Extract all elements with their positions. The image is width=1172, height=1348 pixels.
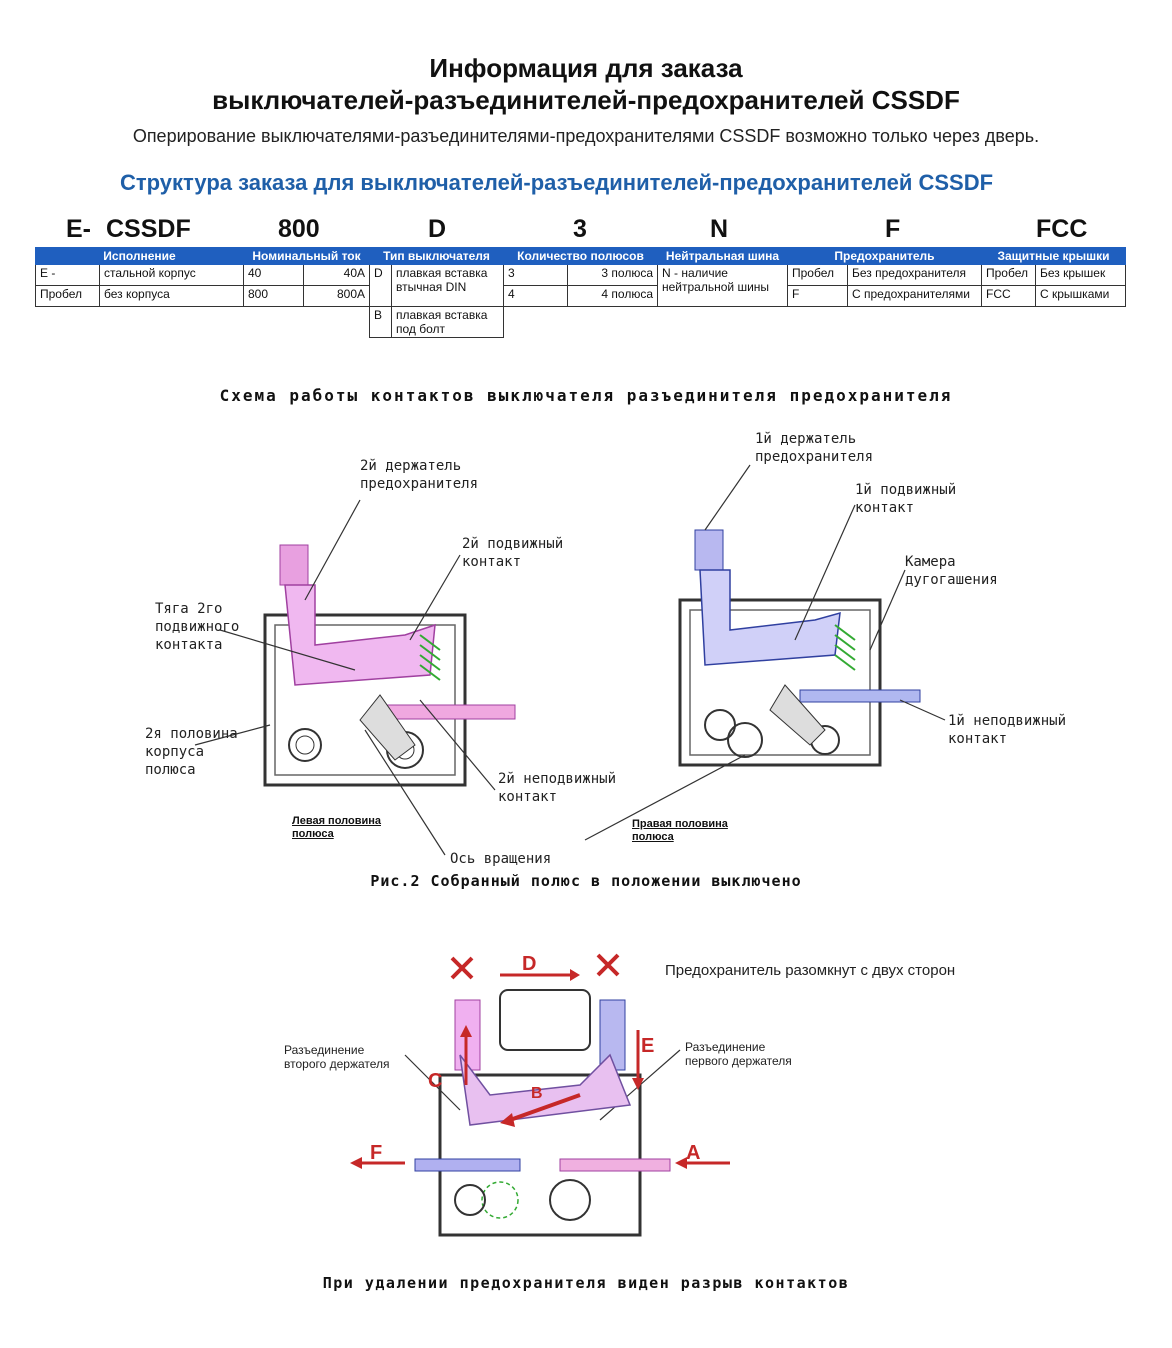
label-axis: Ось вращения (450, 851, 552, 867)
code-part-fuse: F (885, 215, 901, 243)
label-half2: 2я половина корпуса полюса (145, 726, 238, 778)
cell-current-desc: 40A (303, 264, 370, 286)
cell-poles-desc: 4 полюса (567, 285, 658, 307)
code-part-neutral: N (710, 215, 729, 243)
label-fixed2: 2й неподвижный контакт (498, 771, 617, 805)
header-neutral: Нейтральная шина (657, 247, 788, 265)
arrow-label-a: A (686, 1142, 701, 1164)
page-subtitle: Оперирование выключателями-разъединителя… (132, 126, 1040, 146)
order-table: Исполнение Номинальный ток Тип выключате… (35, 247, 1126, 338)
label-moving1: 1й подвижный контакт (855, 482, 957, 516)
label-left-half: Левая половина полюса (292, 815, 381, 840)
header-fuse: Предохранитель (787, 247, 982, 265)
cell-execution-code: Пробел (35, 285, 100, 307)
label-arc: Камера дугогашения (905, 554, 998, 588)
structure-title: Структура заказа для выключателей-разъед… (120, 170, 994, 195)
cell-fuse-desc: Без предохранителя (847, 264, 982, 286)
table-row: B плавкая вставка под болт (36, 306, 1126, 338)
fuse-open-note: Предохранитель разомкнут с двух сторон (665, 962, 956, 979)
cell-fuse-code: F (787, 285, 848, 307)
label-disc2: Разъединение второго держателя (284, 1043, 390, 1071)
fuse-removed-drawing (350, 953, 730, 1237)
cell-current-desc: 800A (303, 285, 370, 307)
label-holder1: 1й держатель предохранителя (755, 431, 874, 465)
label-rod2: Тяга 2го подвижного контакта (155, 601, 240, 653)
arrow-label-c: C (428, 1070, 443, 1092)
code-part-current: 800 (278, 215, 320, 243)
cell-neutral: N - наличие нейтральной шины (657, 264, 788, 307)
code-part-poles: 3 (573, 215, 587, 243)
cell-poles-code: 4 (503, 285, 568, 307)
arrow-label-f: F (370, 1142, 383, 1164)
cell-covers-desc: С крышками (1035, 285, 1126, 307)
table-row: Пробел без корпуса 800 800A 4 4 полюса F… (35, 285, 1126, 307)
label-fixed1: 1й неподвижный контакт (948, 713, 1067, 747)
cell-type-desc: плавкая вставка под болт (391, 306, 504, 338)
cell-execution-desc: без корпуса (99, 285, 244, 307)
label-holder2: 2й держатель предохранителя (360, 458, 479, 492)
label-disc1: Разъединение первого держателя (685, 1040, 792, 1068)
arrow-label-b: B (531, 1085, 543, 1102)
table-header-row: Исполнение Номинальный ток Тип выключате… (35, 247, 1126, 265)
header-covers: Защитные крышки (981, 247, 1126, 265)
page-title-line2: выключателей-разъединителей-предохраните… (212, 85, 960, 115)
arrow-label-d: D (522, 953, 537, 975)
scheme-heading: Схема работы контактов выключателя разъе… (219, 386, 953, 405)
header-execution: Исполнение (35, 247, 244, 265)
arrow-label-e: E (641, 1035, 655, 1057)
page-title: Информация для заказа (429, 53, 743, 83)
right-pole-drawing (678, 529, 921, 767)
cell-current-code: 800 (243, 285, 304, 307)
label-right-half: Правая половина полюса (632, 818, 728, 843)
code-part-execution: E- (66, 215, 91, 243)
figure-caption: Рис.2 Собранный полюс в положении выключ… (370, 872, 802, 890)
code-part-type: D (428, 215, 447, 243)
cell-fuse-desc: С предохранителями (847, 285, 982, 307)
cell-type-desc: плавкая вставка втычная DIN (391, 264, 504, 307)
bottom-caption: При удалении предохранителя виден разрыв… (322, 1274, 850, 1292)
code-part-covers: FCC (1036, 215, 1088, 243)
header-poles: Количество полюсов (503, 247, 658, 265)
label-moving2: 2й подвижный контакт (462, 536, 564, 570)
header-type: Тип выключателя (369, 247, 504, 265)
code-part-series: CSSDF (106, 215, 191, 243)
